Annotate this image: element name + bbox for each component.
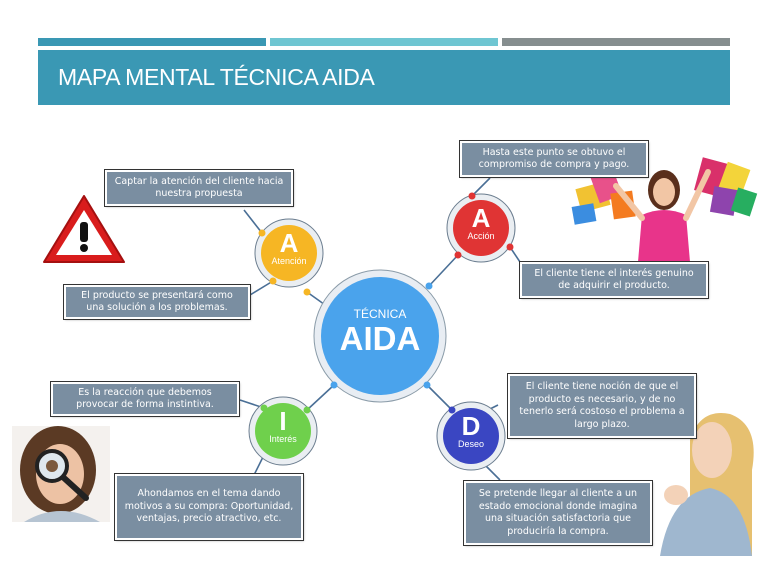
atencion-letter: A: [279, 228, 299, 258]
magnifier-woman-image: [12, 426, 110, 522]
atencion-box-2: El producto se presentará como una soluc…: [63, 284, 251, 320]
deseo-box-1: El cliente tiene noción de que el produc…: [507, 373, 697, 439]
thinking-woman-image: [660, 413, 754, 556]
atencion-box-1: Captar la atención del cliente hacia nue…: [104, 169, 294, 207]
title-banner: [38, 50, 730, 105]
center-label: TÉCNICA AIDA: [316, 272, 444, 400]
top-bar-1: [38, 38, 266, 46]
warning-icon: [43, 195, 125, 263]
center-label-line2: AIDA: [339, 320, 421, 357]
interes-box-2: Ahondamos en el tema dando motivos a su …: [114, 473, 304, 541]
interes-node: I Interés: [253, 408, 313, 445]
interes-label: Interés: [269, 434, 297, 444]
deseo-node: D Deseo: [441, 413, 501, 450]
atencion-label: Atención: [271, 256, 307, 266]
accion-circle: [453, 200, 509, 256]
top-bar-2: [270, 38, 498, 46]
shopping-woman-image: [571, 157, 758, 262]
accion-label: Acción: [467, 231, 495, 241]
deseo-circle: [443, 408, 499, 464]
interes-letter: I: [279, 406, 287, 436]
center-circle: [321, 277, 439, 395]
deseo-label: Deseo: [457, 439, 484, 449]
atencion-circle: [261, 225, 317, 281]
top-bar-3: [502, 38, 730, 46]
slide-title: MAPA MENTAL TÉCNICA AIDA: [58, 64, 375, 90]
accion-box-2: El cliente tiene el interés genuino de a…: [519, 261, 709, 299]
atencion-node: A Atención: [259, 230, 319, 267]
accion-box-1: Hasta este punto se obtuvo el compromiso…: [459, 140, 649, 178]
interes-box-1: Es la reacción que debemos provocar de f…: [50, 381, 240, 417]
deseo-box-2: Se pretende llegar al cliente a un estad…: [463, 480, 653, 546]
deseo-letter: D: [461, 411, 481, 441]
accion-letter: A: [471, 203, 491, 233]
center-label-line1: TÉCNICA: [353, 307, 407, 321]
accion-node: A Acción: [451, 205, 511, 242]
